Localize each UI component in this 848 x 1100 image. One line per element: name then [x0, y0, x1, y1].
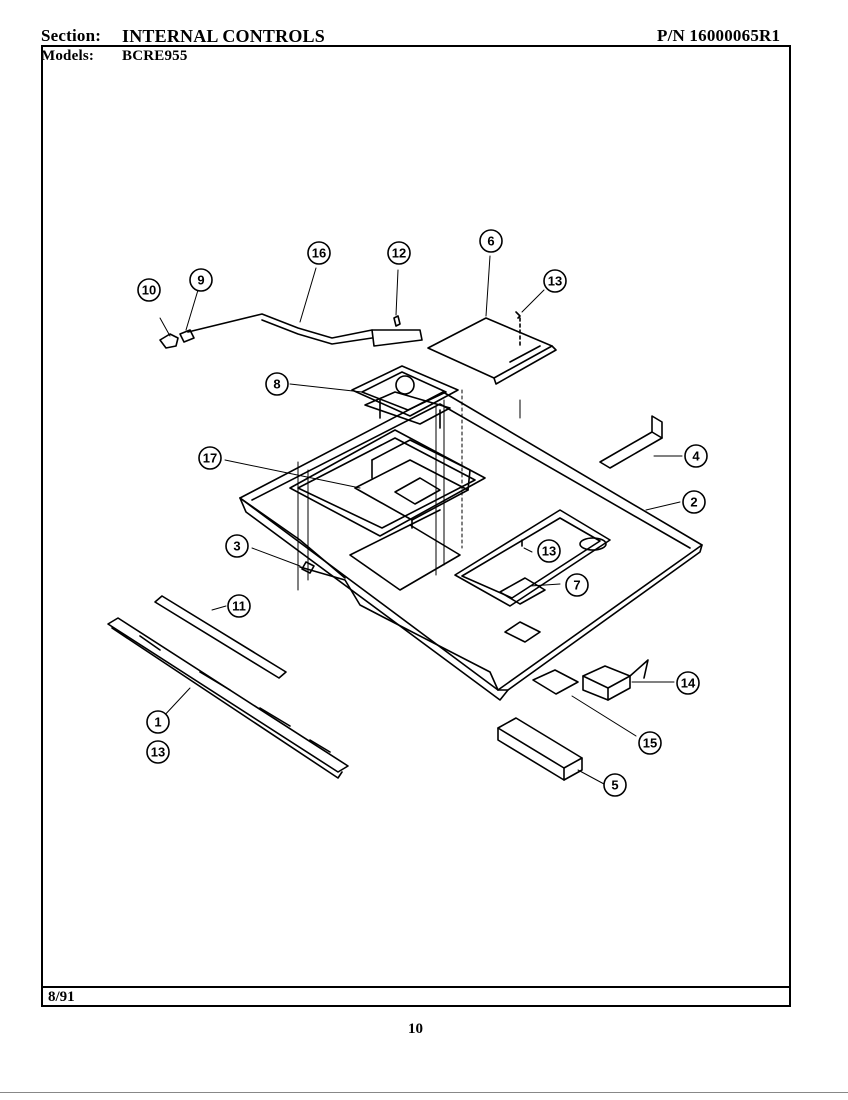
callout-10-circle [137, 278, 161, 302]
callout-label: 3 [233, 539, 240, 554]
part-3-clip-shape [301, 561, 315, 574]
callout-8-circle [265, 372, 289, 396]
part-9-clip-shape [179, 329, 195, 343]
callout-label: 6 [487, 234, 494, 249]
part-8-switch-shape [351, 365, 459, 429]
part-14-switch-shape [582, 659, 649, 701]
callout-label: 10 [142, 283, 156, 298]
callout-15-circle [638, 731, 662, 755]
main-chassis-shape [239, 391, 703, 701]
callout-14-circle [676, 671, 700, 695]
callout-1-circle [146, 710, 170, 734]
callout-label: 14 [681, 676, 696, 691]
callout-7-circle [565, 573, 589, 597]
part-15-bracket-shape [532, 669, 579, 695]
callout-6-circle [479, 229, 503, 253]
part-number: P/N 16000065R1 [657, 26, 781, 45]
callout-label: 4 [692, 449, 700, 464]
part-17-bracket-shape [354, 439, 471, 529]
models-value: BCRE955 [122, 48, 188, 64]
callout-12-circle [387, 241, 411, 265]
callout-label: 8 [273, 377, 280, 392]
callout-label: 12 [392, 246, 406, 261]
part-16-tube-shape [187, 313, 423, 347]
callout-label: 17 [203, 451, 217, 466]
callout-17-circle [198, 446, 222, 470]
part-6-cover-shape [427, 317, 557, 385]
callout-label: 1 [154, 715, 161, 730]
part-7-plate-shape [499, 577, 546, 605]
callout-label: 13 [151, 745, 165, 760]
callout-label: 11 [232, 599, 246, 614]
callout-label: 15 [643, 736, 657, 751]
callout-9-circle [189, 268, 213, 292]
part-11-strip-shape [154, 595, 287, 679]
diagram-frame [41, 45, 791, 1007]
part-5-channel-shape [497, 717, 583, 781]
callout-11-circle [227, 594, 251, 618]
section-label: Section: [41, 26, 102, 45]
callout-13-circle-bottom [146, 740, 170, 764]
callout-label: 13 [548, 274, 562, 289]
footer-divider [41, 986, 791, 988]
part-10-knob-shape [159, 333, 179, 349]
part-12-screw-shape [393, 315, 401, 327]
revision-date: 8/91 [48, 989, 75, 1005]
callout-3-circle [225, 534, 249, 558]
callout-16-circle [307, 241, 331, 265]
callout-13-circle-top [543, 269, 567, 293]
front-edge-shape [299, 566, 499, 691]
callout-label: 16 [312, 246, 326, 261]
callout-2-circle [682, 490, 706, 514]
callout-label: 9 [197, 273, 204, 288]
page-number: 10 [408, 1021, 423, 1037]
callout-label: 13 [542, 544, 556, 559]
callout-label: 5 [611, 778, 618, 793]
models-label: Models: [41, 48, 95, 64]
callout-13-circle-mid [537, 539, 561, 563]
callout-5-circle [603, 773, 627, 797]
page-bottom-rule [0, 1092, 848, 1093]
part-4-bracket-shape [599, 415, 663, 469]
callout-label: 2 [690, 495, 697, 510]
assembly-leader-lines [159, 255, 683, 785]
part-1-rail-shape [107, 617, 349, 779]
part-13-screw-top-shape [515, 311, 521, 319]
callout-label: 7 [573, 578, 580, 593]
callout-circles [137, 229, 708, 797]
section-title: INTERNAL CONTROLS [122, 26, 325, 46]
callout-4-circle [684, 444, 708, 468]
